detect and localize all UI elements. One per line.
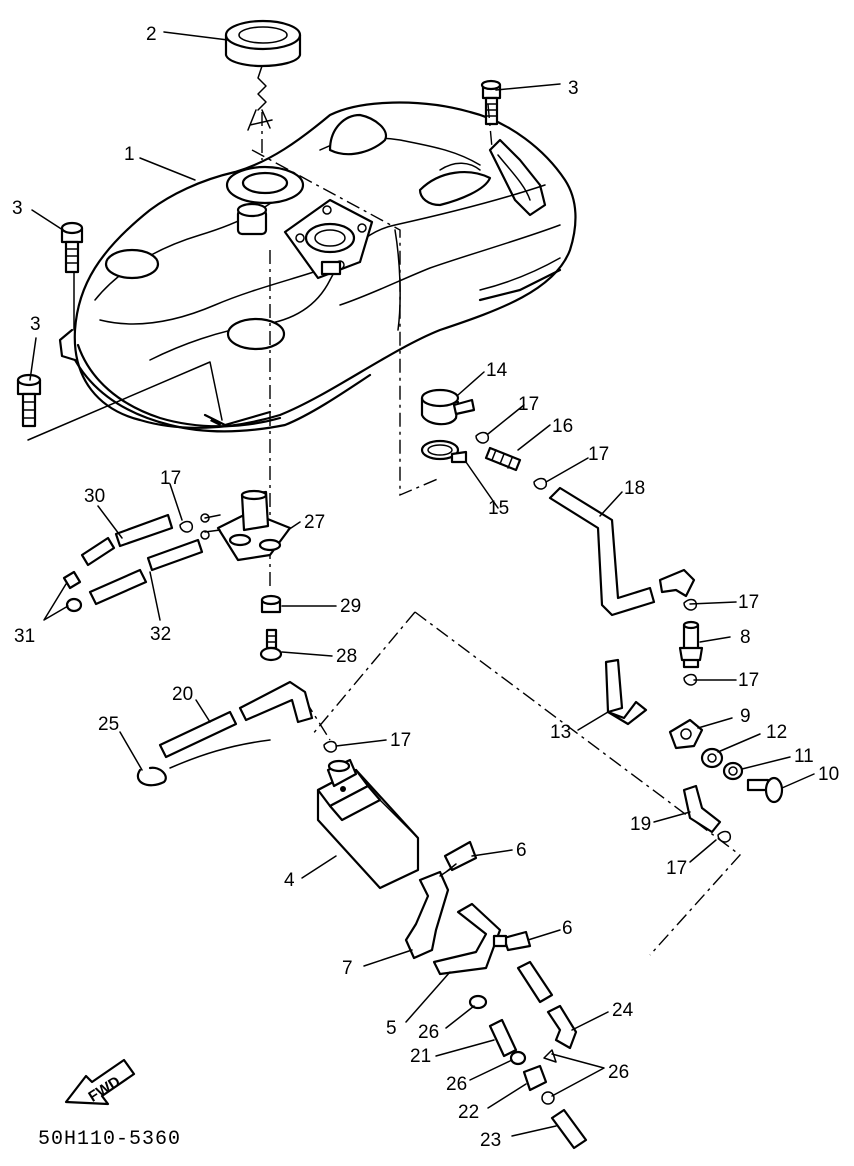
valve-8 [678, 620, 704, 669]
clamp-31 [62, 570, 83, 613]
callout-8: 8 [740, 627, 751, 648]
callout-32: 32 [150, 624, 171, 645]
bolt-6-upper [439, 840, 478, 877]
hose-21 [488, 1018, 518, 1058]
callout-3: 3 [30, 314, 41, 335]
lever-13 [604, 658, 648, 726]
callout-17: 17 [160, 468, 181, 489]
callout-12: 12 [766, 722, 787, 743]
hose-18 [548, 486, 696, 617]
fuel-pump-bracket [200, 489, 292, 562]
callout-5: 5 [386, 1018, 397, 1039]
bolt-top-right [480, 79, 502, 126]
clamp-25 [136, 766, 167, 787]
fuel-cap [224, 19, 302, 131]
diagram-code: 50H110-5360 [38, 1128, 182, 1151]
hose-23 [550, 1108, 588, 1150]
callout-13: 13 [550, 722, 571, 743]
callout-2: 2 [146, 24, 157, 45]
assembly-lines [27, 103, 742, 956]
callout-6: 6 [562, 918, 573, 939]
callout-17: 17 [738, 670, 759, 691]
callout-30: 30 [84, 486, 105, 507]
screw-10 [746, 776, 784, 804]
fuel-cock-9 [668, 718, 704, 750]
callout-19: 19 [630, 814, 651, 835]
sender-cap-14 [420, 388, 476, 426]
callout-29: 29 [340, 596, 361, 617]
callout-31: 31 [14, 626, 35, 647]
bolt-left-lower [16, 373, 42, 428]
bracket-5 [432, 902, 502, 976]
callout-6: 6 [516, 840, 527, 861]
leader-lines [29, 31, 815, 1137]
callout-17: 17 [666, 858, 687, 879]
washer-29 [260, 594, 282, 614]
callout-11: 11 [794, 746, 814, 767]
washer-11 [722, 761, 744, 781]
callout-25: 25 [98, 714, 119, 735]
callout-7: 7 [342, 958, 353, 979]
callout-21: 21 [410, 1046, 431, 1067]
clip-26-upper [468, 994, 488, 1010]
callout-labels: 2 3 1 3 3 14 17 16 17 18 15 17 30 27 31 … [12, 24, 839, 1151]
callout-24: 24 [612, 1000, 634, 1021]
callout-17: 17 [518, 394, 539, 415]
callout-1: 1 [124, 144, 135, 165]
hose-30 [80, 513, 174, 567]
fuel-pump-4 [316, 758, 420, 890]
clips-17 [179, 431, 732, 843]
screw-28 [259, 628, 283, 662]
callout-4: 4 [284, 870, 295, 891]
washer-12 [700, 747, 724, 769]
callout-3: 3 [568, 78, 579, 99]
hose-24-b [546, 1004, 578, 1050]
callout-26: 26 [418, 1022, 439, 1043]
callout-14: 14 [486, 360, 508, 381]
bracket-7 [404, 870, 450, 960]
fuel-tank [58, 101, 577, 433]
callout-15: 15 [488, 498, 509, 519]
hose-24-a [516, 960, 554, 1004]
callout-20: 20 [172, 684, 193, 705]
callout-23: 23 [480, 1130, 501, 1151]
callout-17: 17 [390, 730, 411, 751]
callout-28: 28 [336, 646, 357, 667]
callout-26: 26 [446, 1074, 467, 1095]
hose-20 [158, 680, 314, 769]
fwd-arrow-icon: FWD [64, 1058, 136, 1106]
callout-9: 9 [740, 706, 751, 727]
callout-26: 26 [608, 1062, 629, 1083]
tee-22 [522, 1064, 555, 1105]
callout-16: 16 [552, 416, 573, 437]
callout-10: 10 [818, 764, 839, 785]
callout-17: 17 [738, 592, 759, 613]
callout-3: 3 [12, 198, 23, 219]
nipple-16 [484, 446, 522, 472]
clip-26-mid [509, 1049, 557, 1066]
callout-22: 22 [458, 1102, 479, 1123]
bolt-left-upper [60, 221, 84, 274]
callout-18: 18 [624, 478, 645, 499]
callout-27: 27 [304, 512, 325, 533]
bolt-6-lower [492, 930, 532, 952]
hose-32 [88, 538, 204, 606]
hose-19 [682, 784, 722, 834]
clamp-15 [420, 439, 468, 464]
callout-17: 17 [588, 444, 609, 465]
